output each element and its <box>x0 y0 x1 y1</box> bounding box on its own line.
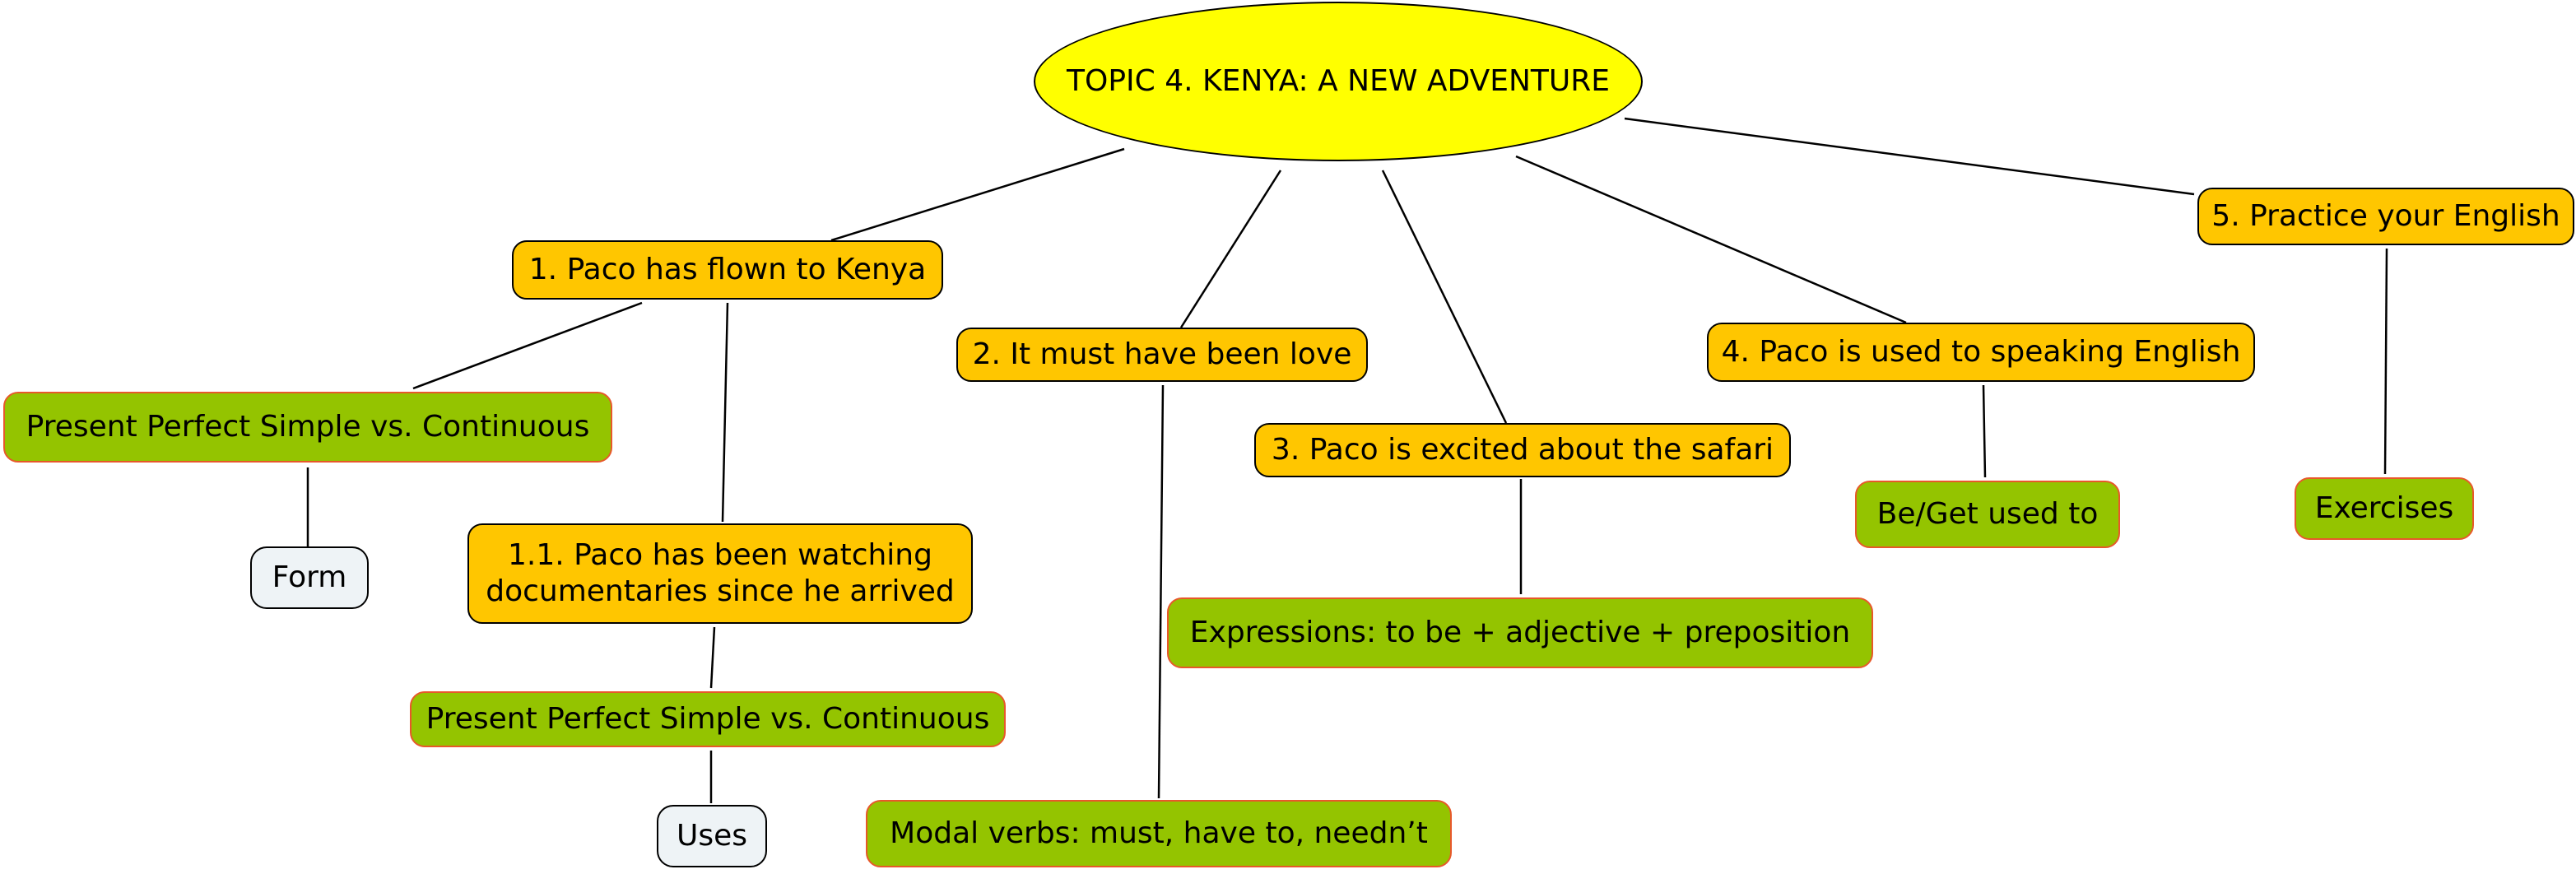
topic-1-1-label-line-2: documentaries since he arrived <box>486 574 955 608</box>
topic-5-node[interactable]: 5. Practice your English <box>2197 188 2574 245</box>
grammar-2-node[interactable]: Modal verbs: must, have to, needn’t <box>866 800 1452 867</box>
connector-root-t5 <box>1624 117 2195 196</box>
grammar-3-label: Expressions: to be + adjective + preposi… <box>1189 616 1851 649</box>
connector-root-t1 <box>830 147 1125 242</box>
connector-t2-g2 <box>1157 384 1165 799</box>
root-topic-label: TOPIC 4. KENYA: A NEW ADVENTURE <box>1067 64 1610 98</box>
leaf-form-label: Form <box>272 560 347 594</box>
topic-2-label: 2. It must have been love <box>972 337 1352 371</box>
topic-4-node[interactable]: 4. Paco is used to speaking English <box>1707 323 2255 382</box>
leaf-form-node[interactable]: Form <box>250 546 369 609</box>
topic-5-label: 5. Practice your English <box>2211 199 2560 233</box>
topic-3-node[interactable]: 3. Paco is excited about the safari <box>1254 423 1791 477</box>
topic-1-1-label-line-1: 1.1. Paco has been watching <box>508 538 932 572</box>
topic-2-node[interactable]: 2. It must have been love <box>956 328 1368 382</box>
root-topic-node[interactable]: TOPIC 4. KENYA: A NEW ADVENTURE <box>1034 2 1643 161</box>
topic-1-1-node[interactable]: 1.1. Paco has been watching documentarie… <box>467 523 973 624</box>
connector-t5-g5 <box>2383 248 2388 475</box>
topic-4-label: 4. Paco is used to speaking English <box>1721 335 2241 369</box>
connector-root-t2 <box>1179 170 1282 328</box>
grammar-1-1-node[interactable]: Present Perfect Simple vs. Continuous <box>410 691 1006 747</box>
connector-t4-g4 <box>1982 384 1987 478</box>
topic-1-node[interactable]: 1. Paco has flown to Kenya <box>512 240 943 300</box>
grammar-5-node[interactable]: Exercises <box>2295 477 2474 540</box>
grammar-1-1-label: Present Perfect Simple vs. Continuous <box>425 702 990 736</box>
topic-3-label: 3. Paco is excited about the safari <box>1271 433 1774 467</box>
connector-t1-t1_1 <box>721 302 729 523</box>
leaf-uses-label: Uses <box>676 819 747 853</box>
topic-1-label: 1. Paco has flown to Kenya <box>528 253 927 286</box>
grammar-5-label: Exercises <box>2314 491 2454 525</box>
grammar-1-label: Present Perfect Simple vs. Continuous <box>26 410 590 444</box>
connector-root-t4 <box>1515 155 1907 324</box>
grammar-4-label: Be/Get used to <box>1876 497 2099 531</box>
connector-t1_1-g1_1 <box>709 626 716 689</box>
grammar-3-node[interactable]: Expressions: to be + adjective + preposi… <box>1167 597 1873 668</box>
grammar-2-label: Modal verbs: must, have to, needn’t <box>890 816 1428 850</box>
grammar-1-node[interactable]: Present Perfect Simple vs. Continuous <box>3 392 612 463</box>
grammar-4-node[interactable]: Be/Get used to <box>1855 481 2120 548</box>
leaf-uses-node[interactable]: Uses <box>657 805 767 867</box>
connector-t1-g1 <box>412 301 643 390</box>
connector-root-t3 <box>1381 170 1508 424</box>
